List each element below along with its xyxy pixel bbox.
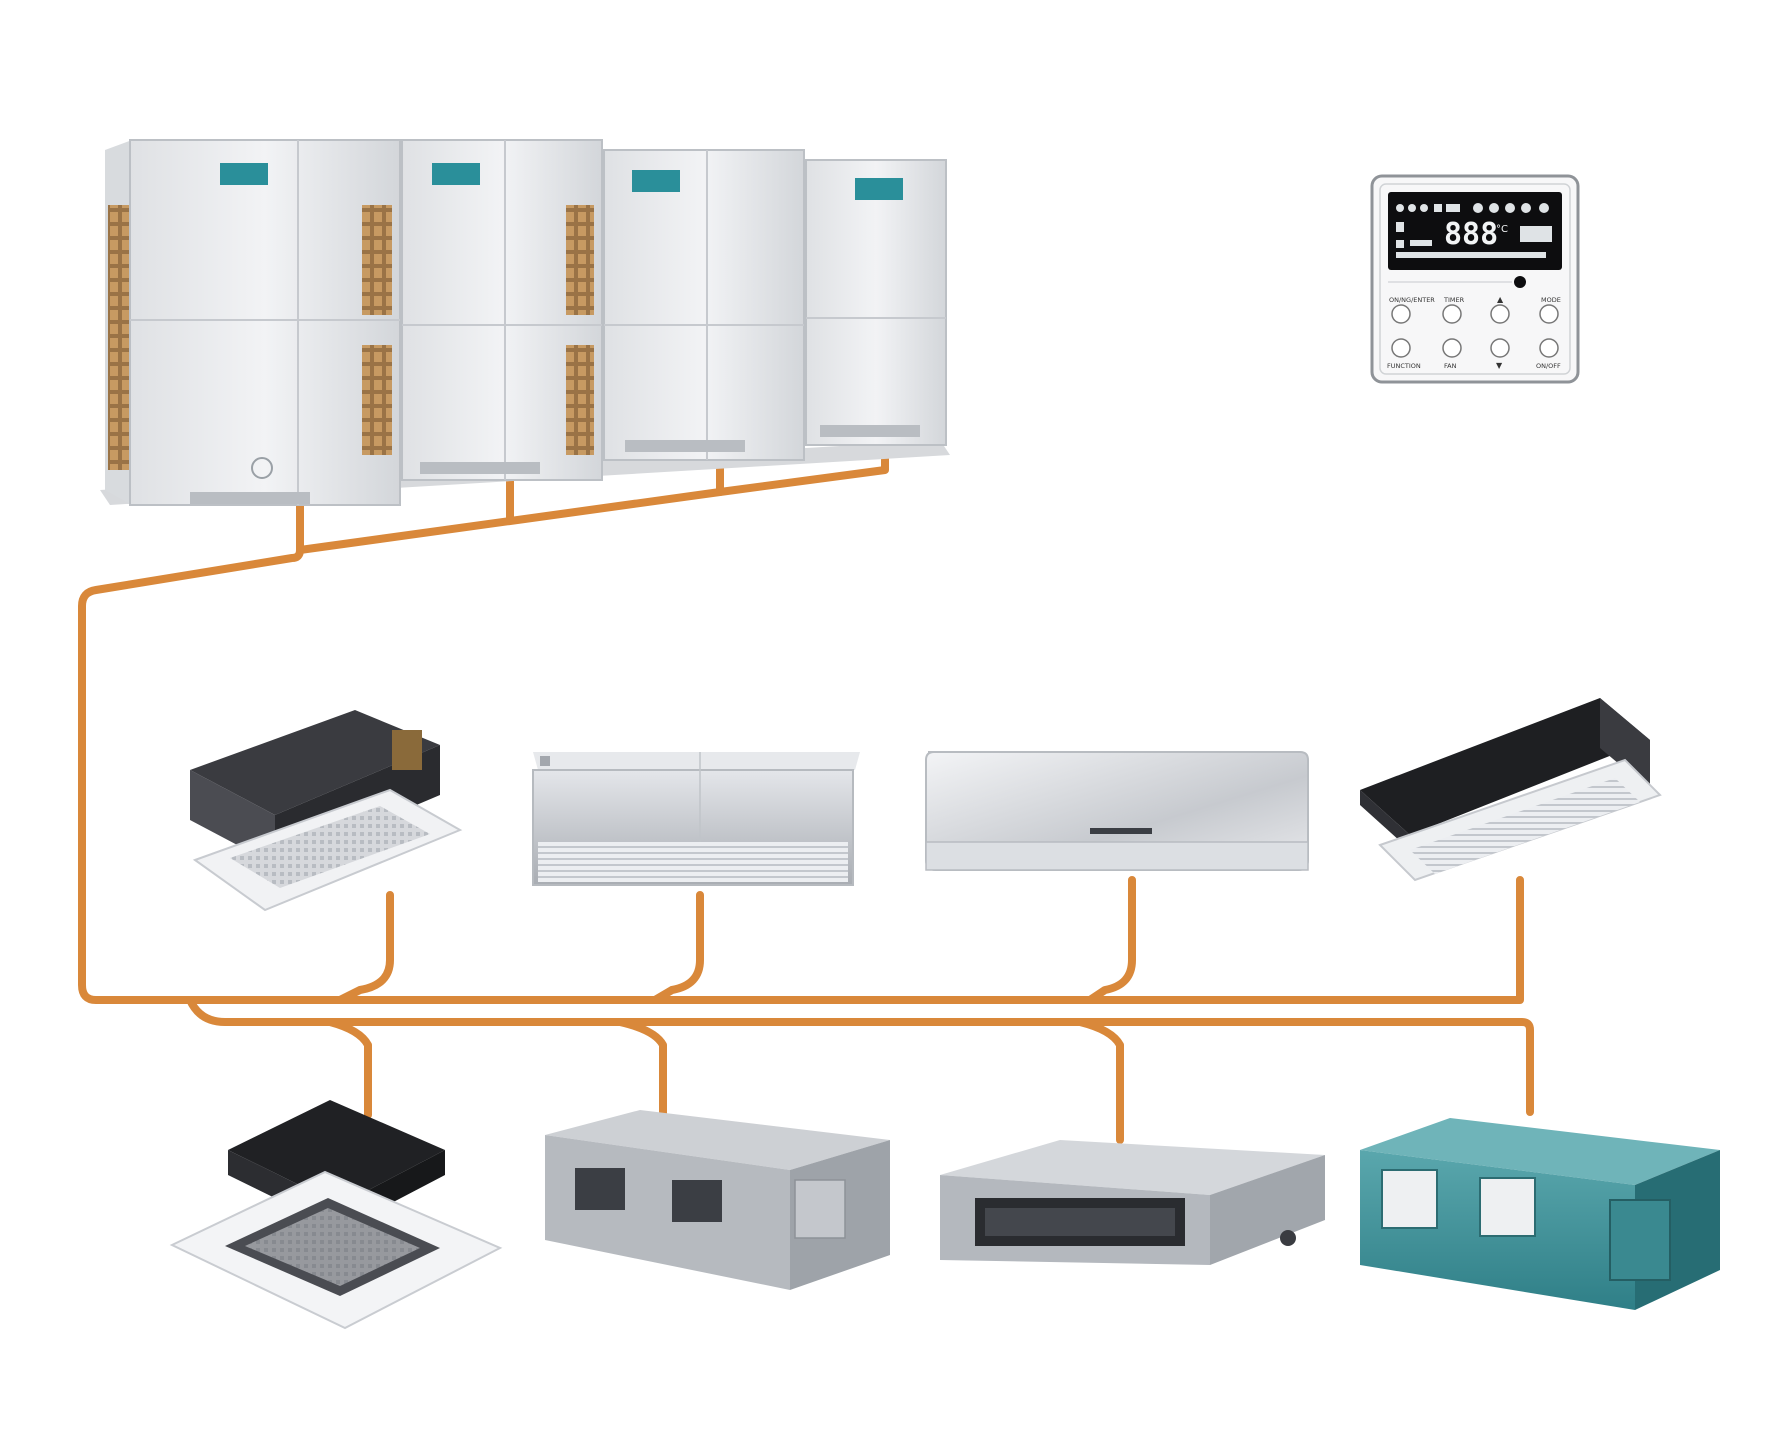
indoor-unit-wall-mounted <box>925 751 1309 871</box>
up-button[interactable] <box>1490 304 1510 324</box>
btn-label-on-off: ON/OFF <box>1536 362 1561 370</box>
controller-buttons-bottom: FUNCTION FAN ▼ ON/OFF <box>1387 338 1561 370</box>
btn-label-down: ▼ <box>1496 361 1503 370</box>
mode-button[interactable] <box>1539 304 1559 324</box>
btn-label-function: FUNCTION <box>1387 362 1421 370</box>
brand-logo-plate <box>632 170 680 192</box>
lcd-screen <box>1388 192 1562 270</box>
controller-sensor-dot <box>1514 276 1526 288</box>
fan-button[interactable] <box>1442 338 1462 358</box>
brand-logo-plate <box>220 163 268 185</box>
controller-buttons-top: ON/NG/ENTER TIMER ▲ MODE <box>1389 295 1561 324</box>
indoor-unit-ceiling-floor <box>532 752 860 886</box>
front-grille <box>566 345 594 455</box>
btn-label-up: ▲ <box>1497 295 1504 304</box>
brand-logo-plate <box>855 178 903 200</box>
indoor-unit-slim-duct <box>940 1140 1325 1265</box>
fan-outlet <box>575 1168 625 1210</box>
on-off-button[interactable] <box>1539 338 1559 358</box>
fan-outlet <box>672 1180 722 1222</box>
timer-button[interactable] <box>1442 304 1462 324</box>
outdoor-module-3 <box>603 149 805 461</box>
control-box <box>392 730 422 770</box>
indoor-unit-compact-cassette <box>190 710 463 912</box>
on-ng-enter-button[interactable] <box>1391 304 1411 324</box>
btn-label-fan: FAN <box>1444 362 1457 370</box>
indoor-unit-high-static-duct <box>1360 1118 1720 1310</box>
wired-controller: 888 °C ON/NG/ENTER TIMER ▲ MODE FUNCTION… <box>1370 174 1580 384</box>
outdoor-module-2 <box>401 139 603 481</box>
indoor-unit-four-way-cassette <box>169 1100 503 1330</box>
front-grille <box>566 205 594 315</box>
indoor-unit-medium-static-duct <box>545 1110 890 1290</box>
brand-logo-plate <box>432 163 480 185</box>
fan-outlet <box>1479 1177 1536 1237</box>
front-grille <box>362 205 392 315</box>
function-button[interactable] <box>1391 338 1411 358</box>
indoor-unit-one-way-cassette <box>1360 698 1662 882</box>
btn-label-on-ng-enter: ON/NG/ENTER <box>1389 296 1435 304</box>
lcd-status-icons <box>1396 203 1552 258</box>
display-panel <box>1090 828 1152 834</box>
lcd-temperature-unit: °C <box>1496 224 1508 235</box>
outdoor-module-4 <box>805 159 947 446</box>
btn-label-timer: TIMER <box>1443 296 1465 304</box>
control-box <box>794 1179 846 1239</box>
btn-label-mode: MODE <box>1541 296 1561 304</box>
outdoor-module-1 <box>105 139 401 506</box>
lcd-temperature-digits: 888 <box>1444 217 1498 252</box>
fan-outlet <box>1381 1169 1438 1229</box>
outdoor-units <box>100 139 950 506</box>
down-button[interactable] <box>1490 338 1510 358</box>
front-grille <box>362 345 392 455</box>
control-box <box>1609 1199 1671 1281</box>
